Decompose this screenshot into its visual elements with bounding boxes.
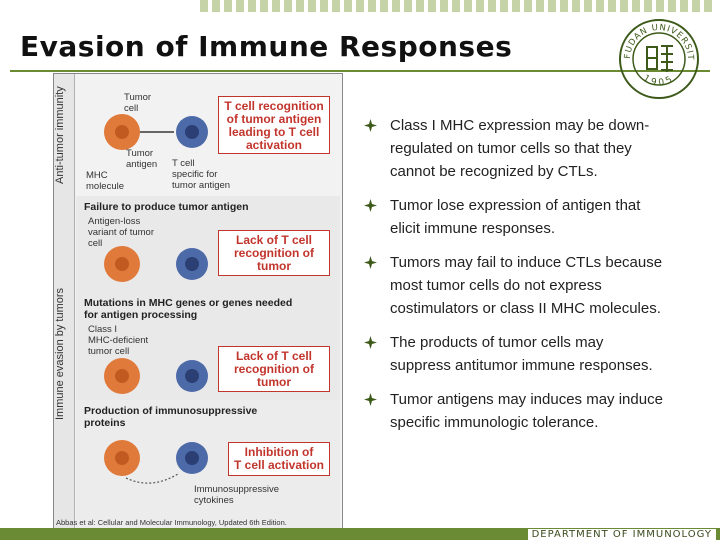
- diamond-bullet-icon: [364, 393, 377, 406]
- decor-stripe: [200, 0, 208, 12]
- decor-stripe: [632, 0, 640, 12]
- title-divider: [10, 70, 710, 72]
- decor-stripe: [536, 0, 544, 12]
- decor-stripe: [344, 0, 352, 12]
- mhc-deficient-illustration: [104, 358, 208, 394]
- bullet-item: Class I MHC expression may be down-regul…: [364, 114, 664, 183]
- tumor-evasion-figure: Anti-tumor immunity Immune evasion by tu…: [53, 73, 343, 539]
- diamond-bullet-icon: [364, 199, 377, 212]
- decor-stripe: [668, 0, 676, 12]
- decor-stripe: [440, 0, 448, 12]
- label-immunosuppressive-cytokines: Immunosuppressive cytokines: [194, 484, 280, 506]
- panel-anti-tumor: Tumor cell Tumor antigen MHC molecule T …: [76, 74, 340, 197]
- heading-mhc-mutation: Mutations in MHC genes or genes needed f…: [84, 297, 293, 321]
- decor-stripe: [608, 0, 616, 12]
- decor-stripe: [224, 0, 232, 12]
- decor-stripe: [464, 0, 472, 12]
- label-mhc-deficient: Class I MHC-deficient tumor cell: [88, 324, 149, 357]
- decor-stripe: [428, 0, 436, 12]
- bullet-text: Tumor lose expression of antigen that el…: [390, 197, 641, 237]
- decor-stripe: [236, 0, 244, 12]
- diamond-bullet-icon: [364, 336, 377, 349]
- decor-stripe: [248, 0, 256, 12]
- decor-stripe: [680, 0, 688, 12]
- bullet-text: Tumors may fail to induce CTLs because m…: [390, 254, 663, 317]
- heading-failure-antigen: Failure to produce tumor antigen: [84, 201, 249, 213]
- decor-stripe: [692, 0, 700, 12]
- diamond-bullet-icon: [364, 256, 377, 269]
- decor-stripe: [620, 0, 628, 12]
- bullet-text: Class I MHC expression may be down-regul…: [390, 117, 650, 180]
- decor-stripe: [308, 0, 316, 12]
- side-label-anti-tumor: Anti-tumor immunity: [54, 86, 66, 184]
- antigen-loss-illustration: [104, 246, 208, 282]
- decor-stripe: [356, 0, 364, 12]
- bullet-text: Tumor antigens may induces may induce sp…: [390, 391, 663, 431]
- decor-stripe: [524, 0, 532, 12]
- decor-stripe: [584, 0, 592, 12]
- decor-stripe: [416, 0, 424, 12]
- label-mhc-molecule: MHC molecule: [86, 170, 125, 192]
- decor-stripe: [512, 0, 520, 12]
- bullet-item: Tumor antigens may induces may induce sp…: [364, 388, 664, 434]
- side-label-evasion: Immune evasion by tumors: [54, 287, 66, 421]
- decor-stripe: [596, 0, 604, 12]
- decor-stripe: [296, 0, 304, 12]
- panel-antigen-loss: Failure to produce tumor antigen Antigen…: [76, 196, 340, 293]
- figure-side-band: [54, 74, 75, 538]
- bullet-item: Tumors may fail to induce CTLs because m…: [364, 251, 664, 320]
- bullet-list: Class I MHC expression may be down-regul…: [364, 114, 664, 445]
- callout-inhibition: Inhibition of T cell activation: [228, 442, 330, 476]
- tumor-t-cell-illustration: [104, 114, 208, 150]
- top-decor-bar: [0, 0, 720, 12]
- decor-stripe: [392, 0, 400, 12]
- university-seal-icon: FUDAN UNIVERSITY 1905: [618, 18, 699, 99]
- decor-stripe: [368, 0, 376, 12]
- decor-stripe: [284, 0, 292, 12]
- panel-immunosuppression: Production of immunosuppressive proteins…: [76, 400, 340, 538]
- decor-stripe: [656, 0, 664, 12]
- decor-stripe: [380, 0, 388, 12]
- callout-lack-recognition-1: Lack of T cell recognition of tumor: [218, 230, 330, 276]
- decor-stripe: [560, 0, 568, 12]
- bullet-item: The products of tumor cells may suppress…: [364, 331, 664, 377]
- diamond-bullet-icon: [364, 119, 377, 132]
- decor-stripe: [500, 0, 508, 12]
- bullet-item: Tumor lose expression of antigen that el…: [364, 194, 664, 240]
- slide-title: Evasion of Immune Responses: [20, 30, 513, 63]
- svg-text:1905: 1905: [641, 73, 677, 88]
- decor-stripe: [320, 0, 328, 12]
- bullet-text: The products of tumor cells may suppress…: [390, 334, 653, 374]
- decor-stripe: [476, 0, 484, 12]
- decor-stripe: [644, 0, 652, 12]
- decor-stripe: [704, 0, 712, 12]
- footer-department: DEPARTMENT OF IMMUNOLOGY: [527, 529, 716, 541]
- decor-stripe: [332, 0, 340, 12]
- decor-stripe: [452, 0, 460, 12]
- heading-immunosuppressive: Production of immunosuppressive proteins: [84, 405, 258, 429]
- decor-stripe: [488, 0, 496, 12]
- decor-stripe: [404, 0, 412, 12]
- label-tumor-antigen: Tumor antigen: [126, 148, 158, 170]
- label-t-cell-specific: T cell specific for tumor antigen: [172, 158, 231, 191]
- seal-year-text: 1905: [641, 73, 674, 88]
- decor-stripe: [272, 0, 280, 12]
- immunosuppression-illustration: [104, 440, 208, 484]
- decor-stripe: [548, 0, 556, 12]
- panel-mhc-mutation: Mutations in MHC genes or genes needed f…: [76, 292, 340, 401]
- label-antigen-loss-variant: Antigen-loss variant of tumor cell: [88, 216, 154, 249]
- label-tumor-cell: Tumor cell: [124, 92, 152, 114]
- callout-lack-recognition-2: Lack of T cell recognition of tumor: [218, 346, 330, 392]
- decor-stripe: [212, 0, 220, 12]
- decor-stripe: [572, 0, 580, 12]
- decor-stripe: [260, 0, 268, 12]
- callout-t-cell-recognition: T cell recognition of tumor antigen lead…: [218, 96, 330, 154]
